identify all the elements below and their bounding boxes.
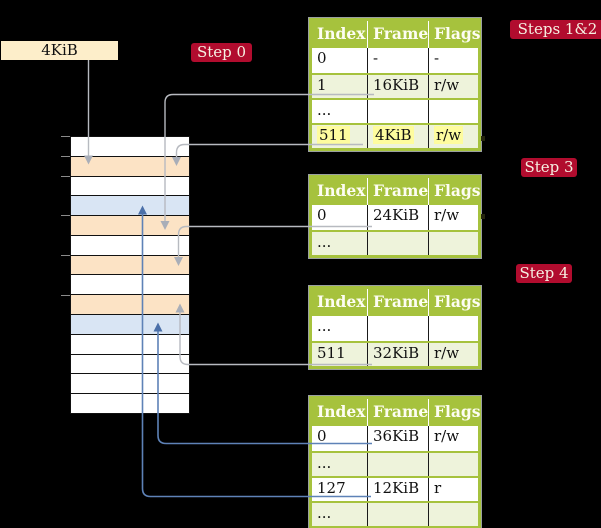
physical-memory-column (70, 136, 190, 414)
table-cell: 511 (317, 344, 346, 362)
table-cell: 12KiB (367, 478, 428, 501)
table-header-row: Index Frame Flags (312, 21, 481, 48)
header-cell-index: Index (317, 24, 366, 43)
table-row: 127 12KiB r (312, 476, 478, 501)
table-row: 0 24KiB r/w (312, 205, 478, 230)
header-cell-flags: Flags (428, 399, 481, 426)
table-row: ... (312, 230, 478, 255)
highlight-span: 511 (317, 126, 350, 144)
table-row: ... (312, 501, 478, 526)
table-cell (367, 316, 428, 341)
highlight-span: 4KiB (373, 126, 414, 144)
badge-step-3: Step 3 (521, 158, 577, 177)
table-cell: r/w (428, 343, 478, 366)
table-row: ... (312, 451, 478, 476)
badge-step-4: Step 4 (516, 264, 572, 283)
table-cell (428, 503, 478, 526)
table-cell: 511 (312, 125, 367, 148)
memory-frame-row (71, 195, 189, 216)
memory-frame-row (71, 314, 189, 334)
table-row: ... (312, 316, 478, 341)
table-row: ... (312, 98, 478, 123)
page-table-step-3: Index Frame Flags 0 24KiB r/w ... (308, 174, 482, 259)
table-cell: 4KiB (367, 125, 428, 148)
header-cell-flags: Flags (428, 178, 481, 205)
memory-address-tick (61, 176, 70, 177)
table-cell (367, 453, 428, 476)
memory-frame-row (71, 254, 189, 275)
table-header-row: Index Frame Flags (312, 178, 481, 205)
table-cell (428, 232, 478, 255)
entry-marker (481, 136, 485, 141)
table-cell: - (428, 48, 478, 73)
memory-address-tick (61, 255, 70, 256)
memory-frame-row (71, 274, 189, 295)
table-cell: ... (317, 454, 332, 472)
table-cell: ... (317, 317, 332, 335)
table-cell (367, 232, 428, 255)
table-cell: 0 (317, 49, 327, 67)
memory-frame-row (71, 373, 189, 394)
table-cell: ... (317, 233, 332, 251)
table-row: 0 - - (312, 48, 478, 73)
table-cell: r/w (428, 426, 478, 451)
table-cell (367, 503, 428, 526)
table-header-row: Index Frame Flags (312, 399, 481, 426)
header-cell-frame: Frame (367, 21, 428, 48)
table-cell: r/w (428, 125, 478, 148)
memory-frame-row (71, 353, 189, 374)
header-cell-index: Index (317, 402, 366, 421)
page-table-steps-1-2: Index Frame Flags 0 - - 1 16KiB r/w ... … (308, 17, 482, 152)
highlight-span: r/w (434, 126, 464, 144)
table-cell: 16KiB (367, 75, 428, 98)
memory-address-tick (61, 295, 70, 296)
memory-frame-row (71, 215, 189, 235)
table-header-row: Index Frame Flags (312, 289, 481, 316)
table-cell: 32KiB (367, 343, 428, 366)
memory-frame-row (71, 294, 189, 315)
memory-frame-row (71, 234, 189, 255)
table-cell: - (367, 48, 428, 73)
entry-marker (481, 214, 485, 219)
header-cell-flags: Flags (428, 289, 481, 316)
header-cell-frame: Frame (367, 399, 428, 426)
table-row: 511 32KiB r/w (312, 341, 478, 366)
memory-address-tick (61, 136, 70, 137)
table-cell (428, 316, 478, 341)
header-cell-frame: Frame (367, 178, 428, 205)
page-table-step-4: Index Frame Flags ... 511 32KiB r/w (308, 285, 482, 370)
header-cell-index: Index (317, 292, 366, 311)
table-row-highlighted: 511 4KiB r/w (312, 123, 478, 148)
table-cell (428, 453, 478, 476)
table-cell: 36KiB (367, 426, 428, 451)
table-cell: r/w (428, 205, 478, 230)
table-cell (428, 100, 478, 123)
table-cell: 0 (317, 206, 327, 224)
table-cell: ... (317, 101, 332, 119)
memory-frame-row (71, 333, 189, 354)
header-cell-flags: Flags (428, 21, 481, 48)
table-cell: 24KiB (367, 205, 428, 230)
badge-steps-1-2: Steps 1&2 (510, 20, 601, 39)
table-cell: r (428, 478, 478, 501)
page-size-box: 4KiB (1, 41, 118, 60)
memory-address-tick (61, 215, 70, 216)
table-cell (367, 100, 428, 123)
memory-frame-row (71, 393, 189, 413)
header-cell-frame: Frame (367, 289, 428, 316)
page-table-final-level: Index Frame Flags 0 36KiB r/w ... 127 12… (308, 395, 482, 528)
table-cell: 127 (317, 479, 346, 497)
memory-frame-row (71, 175, 189, 196)
memory-frame-row (71, 137, 189, 156)
memory-address-tick (61, 156, 70, 157)
table-cell: 0 (317, 427, 327, 445)
table-cell: ... (317, 504, 332, 522)
header-cell-index: Index (317, 181, 366, 200)
table-row: 0 36KiB r/w (312, 426, 478, 451)
table-row: 1 16KiB r/w (312, 73, 478, 98)
memory-frame-row (71, 155, 189, 176)
table-cell: 1 (317, 76, 327, 94)
badge-step-0: Step 0 (191, 43, 252, 62)
table-cell: r/w (428, 75, 478, 98)
